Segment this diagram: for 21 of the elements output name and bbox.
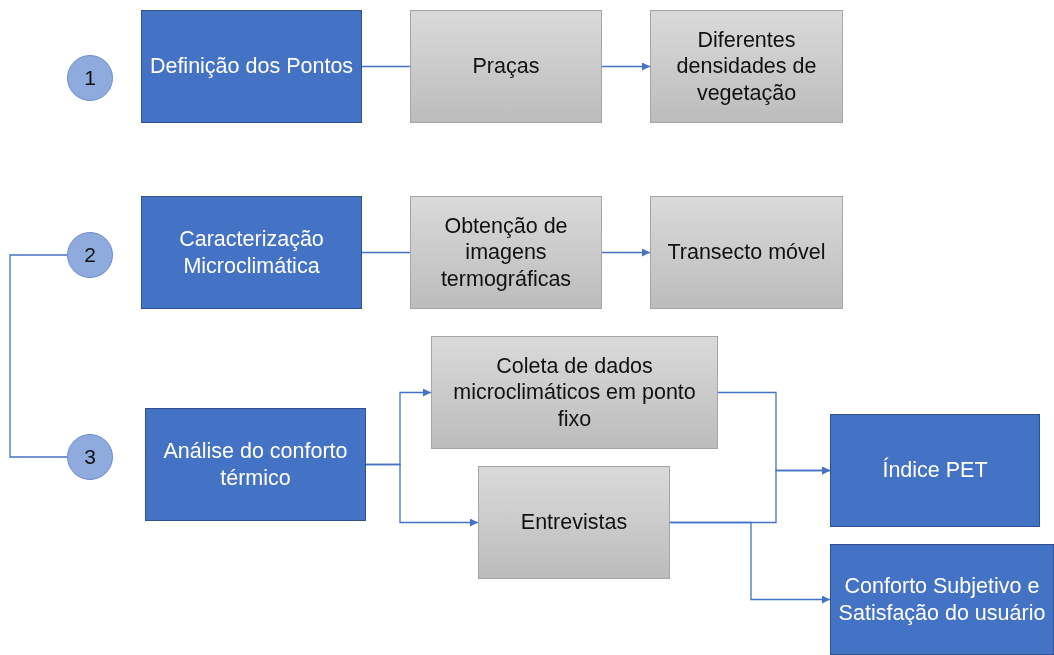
step-number-circle: 2 [67,232,113,278]
process-box: Praças [410,10,602,123]
arrow [365,463,479,527]
process-box: Coleta de dados microclimáticos em ponto fixo [431,336,718,449]
arrow [601,62,651,71]
arrow [669,521,831,604]
process-box: Análise do conforto térmico [145,408,366,521]
process-box: Conforto Subjetivo e Satisfação do usuário [830,544,1054,655]
process-box: Entrevistas [478,466,670,579]
step-number-circle: 3 [67,434,113,480]
connector-line [361,251,411,254]
process-box: Índice PET [830,414,1040,527]
process-box: Caracterização Microclimática [141,196,362,309]
connector-line [361,65,411,68]
process-box: Obtenção de imagens termográficas [410,196,602,309]
arrow [601,248,651,257]
step-number-circle: 1 [67,55,113,101]
connector-line [9,254,68,458]
process-box: Transecto móvel [650,196,843,309]
process-box: Definição dos Pontos [141,10,362,123]
process-box: Diferentes densidades de vegetação [650,10,843,123]
